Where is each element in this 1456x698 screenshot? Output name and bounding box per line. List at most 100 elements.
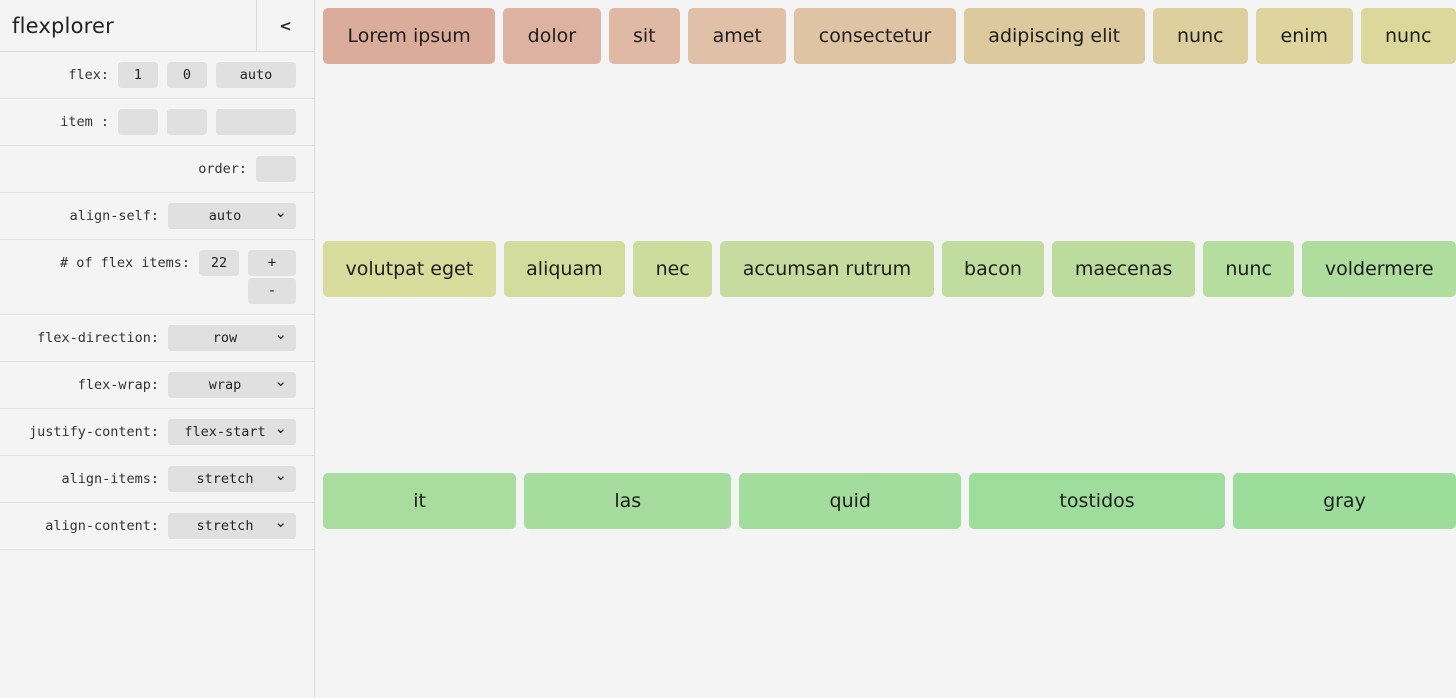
flex-item-label: consectetur [818, 25, 932, 47]
flex-wrap-select[interactable]: nowrapwrapwrap-reverse [168, 372, 296, 398]
flex-item[interactable]: consectetur [794, 8, 956, 64]
item-basis[interactable] [216, 109, 296, 135]
flex-item-label: sit [633, 25, 656, 47]
control-label-justify-content: justify-content: [28, 424, 159, 440]
flex-item-label: nunc [1384, 25, 1432, 47]
flex-item[interactable]: maecenas [1052, 240, 1195, 297]
flex-wrap-select-wrap: nowrapwrapwrap-reverse⌄ [168, 372, 296, 398]
control-fields-align-self: autoflex-startflex-endcenterbaselinestre… [168, 203, 296, 229]
flex-item-label: tostidos [1059, 490, 1135, 513]
align-items-select-wrap: stretchflex-startflex-endcenterbaseline⌄ [168, 466, 296, 492]
flex-item[interactable]: accumsan rutrum [720, 240, 934, 297]
order-input[interactable] [256, 156, 296, 182]
flex-item-label: nec [655, 257, 690, 280]
flex-item[interactable]: enim [1256, 8, 1353, 64]
control-row-justify-content: justify-content: flex-startflex-endcenter… [0, 409, 314, 456]
flex-items-count-input[interactable] [199, 250, 239, 276]
control-row-flex-direction: flex-direction: rowrow-reversecolumncolum… [0, 315, 314, 362]
flex-item-label: nunc [1225, 257, 1272, 280]
flex-direction-select-wrap: rowrow-reversecolumncolumn-reverse⌄ [168, 325, 296, 351]
flex-item[interactable]: nec [633, 240, 713, 297]
flex-item-label: maecenas [1074, 257, 1173, 280]
flex-item-label: gray [1323, 490, 1366, 513]
flex-shrink[interactable] [167, 62, 207, 88]
control-label-item: item : [60, 114, 109, 130]
control-row-flex: flex: [0, 52, 314, 99]
control-fields-flex [118, 62, 296, 88]
align-items-select[interactable]: stretchflex-startflex-endcenterbaseline [168, 466, 296, 492]
control-label-align-items: align-items: [61, 471, 159, 487]
flex-item-label: dolor [527, 25, 577, 47]
control-fields-item [118, 109, 296, 135]
align-self-select[interactable]: autoflex-startflex-endcenterbaselinestre… [168, 203, 296, 229]
control-row-flex-items-count: # of flex items: +- [0, 240, 314, 315]
flex-item-label: Lorem ipsum [347, 25, 471, 47]
control-label-align-self: align-self: [69, 208, 159, 224]
justify-content-select-wrap: flex-startflex-endcenterspace-betweenspa… [168, 419, 296, 445]
flex-basis[interactable] [216, 62, 296, 88]
flex-item-label: adipiscing elit [988, 25, 1121, 47]
increment-button[interactable]: + [248, 250, 296, 276]
flex-grow[interactable] [118, 62, 158, 88]
flex-item[interactable]: nunc [1152, 8, 1249, 64]
flex-items-stepper: +- [248, 250, 296, 304]
control-fields-flex-items-count: +- [199, 250, 296, 304]
flex-item-label: bacon [964, 257, 1022, 280]
controls-sidebar: flexplorer < flex: item : order: align-self… [0, 0, 315, 698]
control-fields-align-items: stretchflex-startflex-endcenterbaseline⌄ [168, 466, 296, 492]
control-label-flex-direction: flex-direction: [37, 330, 159, 346]
chevron-left-icon[interactable]: < [256, 0, 314, 52]
flex-item-label: voldermere [1324, 257, 1434, 280]
flex-item[interactable]: las [524, 473, 732, 530]
control-fields-align-content: stretchflex-startflex-endcenterspace-bet… [168, 513, 296, 539]
flex-item[interactable]: voldermere [1302, 240, 1456, 297]
control-fields-flex-direction: rowrow-reversecolumncolumn-reverse⌄ [168, 325, 296, 351]
item-grow[interactable] [118, 109, 158, 135]
control-label-order: order: [198, 161, 247, 177]
align-content-select[interactable]: stretchflex-startflex-endcenterspace-bet… [168, 513, 296, 539]
flex-item[interactable]: gray [1232, 473, 1456, 530]
control-label-flex-items-count: # of flex items: [59, 255, 190, 271]
flex-item[interactable]: adipiscing elit [963, 8, 1145, 64]
control-row-order: order: [0, 146, 314, 193]
control-label-flex: flex: [68, 67, 109, 83]
control-row-item: item : [0, 99, 314, 146]
flex-item-label: aliquam [526, 257, 603, 280]
align-self-select-wrap: autoflex-startflex-endcenterbaselinestre… [168, 203, 296, 229]
flex-item[interactable]: nunc [1202, 240, 1295, 297]
flex-item[interactable]: volutpat eget [323, 240, 496, 297]
app-title: flexplorer [12, 13, 114, 38]
item-shrink[interactable] [167, 109, 207, 135]
flex-item[interactable]: bacon [941, 240, 1045, 297]
control-label-flex-wrap: flex-wrap: [77, 377, 159, 393]
flex-item[interactable]: quid [739, 473, 962, 530]
decrement-button[interactable]: - [248, 278, 296, 304]
sidebar-header: flexplorer < [0, 0, 314, 52]
flex-item-label: volutpat eget [345, 257, 474, 280]
flex-item[interactable]: sit [608, 8, 681, 64]
flex-item[interactable]: aliquam [503, 240, 626, 297]
control-label-align-content: align-content: [45, 518, 159, 534]
flex-item-label: amet [712, 25, 762, 47]
align-content-select-wrap: stretchflex-startflex-endcenterspace-bet… [168, 513, 296, 539]
flex-item-label: it [413, 490, 426, 513]
control-row-align-items: align-items: stretchflex-startflex-endcen… [0, 456, 314, 503]
flex-item-label: enim [1280, 25, 1329, 47]
flex-item-label: accumsan rutrum [742, 257, 912, 280]
flex-direction-select[interactable]: rowrow-reversecolumncolumn-reverse [168, 325, 296, 351]
flex-item[interactable]: tostidos [969, 473, 1225, 530]
flex-item[interactable]: dolor [503, 8, 601, 64]
flex-canvas: Lorem ipsum dolor sit amet consectetur adipis… [315, 0, 1456, 698]
flex-item[interactable]: Lorem ipsum [323, 8, 496, 64]
control-fields-justify-content: flex-startflex-endcenterspace-betweenspa… [168, 419, 296, 445]
justify-content-select[interactable]: flex-startflex-endcenterspace-betweenspa… [168, 419, 296, 445]
flex-item[interactable]: it [323, 473, 517, 530]
flex-item[interactable]: amet [688, 8, 787, 64]
control-fields-order [256, 156, 296, 182]
controls-list: flex: item : order: align-self: autoflex-sta… [0, 52, 314, 550]
flex-item-label: las [614, 490, 642, 513]
flex-item[interactable]: nunc [1360, 8, 1456, 64]
control-row-align-self: align-self: autoflex-startflex-endcenterb… [0, 193, 314, 240]
flex-item-label: quid [829, 490, 871, 513]
